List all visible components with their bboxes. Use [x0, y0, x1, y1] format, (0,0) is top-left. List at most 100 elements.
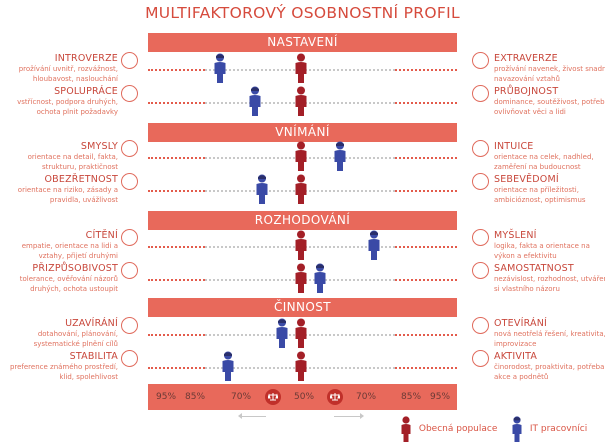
it-worker-marker: [313, 263, 327, 297]
row-axis-right-dots: [395, 334, 457, 336]
heart-icon: [121, 140, 138, 157]
legend-it: IT pracovníci: [511, 414, 587, 444]
bulb-icon: [121, 262, 138, 279]
pole-title: OTEVÍRÁNÍ: [494, 318, 548, 329]
user-icon: [121, 52, 138, 69]
tick-label: 50%: [293, 392, 315, 402]
pole-description: nezávislost, rozhodnost, utváření si vla…: [494, 275, 605, 293]
row-axis-right-dots: [395, 102, 457, 104]
users-icon: [121, 229, 138, 246]
general-population-marker: [294, 230, 308, 264]
pole-description: prožívání uvnitř, rozvážnost, hloubavost…: [18, 65, 118, 83]
pole-title: SAMOSTATNOST: [494, 263, 574, 274]
scale-balance-icon: [265, 389, 281, 405]
direction-arrow-left-head: [238, 413, 242, 419]
person-icon: [472, 262, 489, 279]
legend-general-label: Obecná populace: [418, 424, 498, 434]
it-worker-marker: [275, 318, 289, 352]
tick-label: 85%: [184, 392, 206, 402]
pole-title: SEBEVĚDOMÍ: [494, 174, 559, 185]
pole-description: orientace na příležitosti, ambicióznost,…: [494, 186, 586, 204]
row-axis-right-dots: [395, 246, 457, 248]
general-population-marker: [294, 86, 308, 120]
section-band: VNÍMÁNÍ: [148, 123, 457, 142]
row-axis-right-dots: [395, 157, 457, 159]
pole-description: orientace na celek, nadhled, zaměření na…: [494, 153, 594, 171]
tick-label: 95%: [155, 392, 177, 402]
pole-description: dominance, soutěživost, potřeba ovlivňov…: [494, 98, 605, 116]
direction-arrow-left: [240, 416, 266, 417]
pole-description: činorodost, proaktivita, potřeba akce a …: [494, 363, 605, 381]
list-icon: [121, 173, 138, 190]
pole-description: nová neotřelá řešení, kreativita, improv…: [494, 330, 605, 348]
it-worker-marker: [333, 141, 347, 175]
scale-balance-icon: [327, 389, 343, 405]
row-axis-left-dots: [148, 102, 205, 104]
handshake-icon: [472, 52, 489, 69]
tick-label: 70%: [355, 392, 377, 402]
legend-general-figure: [401, 415, 411, 442]
pole-description: prožívání navenek, živost snadné navazov…: [494, 65, 605, 83]
row-axis-left-dots: [148, 246, 205, 248]
refresh-icon: [472, 140, 489, 157]
general-population-marker: [294, 174, 308, 208]
pole-title: INTUICE: [494, 141, 534, 152]
general-population-marker: [294, 318, 308, 352]
direction-arrow-right: [334, 416, 360, 417]
pole-title: SPOLUPRÁCE: [54, 86, 118, 97]
pole-title: INTROVERZE: [54, 53, 118, 64]
shield-icon: [472, 229, 489, 246]
section-band: NASTAVENÍ: [148, 33, 457, 52]
pole-title: MYŠLENÍ: [494, 230, 537, 241]
row-axis-right-dots: [395, 190, 457, 192]
pole-description: orientace na riziko, zásady a pravidla, …: [17, 186, 118, 204]
pole-description: tolerance, ověřování názorů druhých, och…: [19, 275, 118, 293]
tick-label: 70%: [230, 392, 252, 402]
pole-title: CÍTĚNÍ: [85, 230, 118, 241]
pole-description: orientace na detail, fakta, strukturu, p…: [27, 153, 118, 171]
section-band: ČINNOST: [148, 298, 457, 317]
pole-title: SMYSLY: [80, 141, 118, 152]
tick-label: 85%: [400, 392, 422, 402]
row-axis-left-dots: [148, 69, 205, 71]
row-axis-left-dots: [148, 190, 205, 192]
direction-arrow-right-head: [360, 413, 364, 419]
chat-icon: [121, 350, 138, 367]
legend-it-figure: [512, 415, 522, 442]
pole-description: dotahování, plánování, systematické plně…: [33, 330, 118, 348]
row-axis-left-dots: [148, 279, 205, 281]
gear-icon: [472, 317, 489, 334]
eye-icon: [472, 85, 489, 102]
general-population-marker: [294, 263, 308, 297]
it-worker-marker: [248, 86, 262, 120]
brain-icon: [121, 317, 138, 334]
pole-description: empatie, orientace na lidi a vztahy, při…: [21, 242, 118, 260]
legend-it-label: IT pracovníci: [529, 424, 588, 434]
row-axis-right-dots: [395, 367, 457, 369]
row-axis-right-dots: [395, 69, 457, 71]
pole-title: STABILITA: [69, 351, 118, 362]
pole-title: PRŮBOJNOST: [494, 86, 559, 97]
legend-general: Obecná populace: [400, 414, 497, 444]
row-axis-right-dots: [395, 279, 457, 281]
it-worker-marker: [367, 230, 381, 264]
pole-title: UZAVÍRÁNÍ: [65, 318, 118, 329]
it-worker-marker: [221, 351, 235, 385]
general-population-marker: [294, 53, 308, 87]
pole-description: vstřícnost, podpora druhých, ochota plni…: [17, 98, 118, 116]
percentile-scale-bar: 95% 85% 70% 50% 70% 85% 95%: [148, 384, 457, 410]
pole-title: EXTRAVERZE: [494, 53, 558, 64]
tick-label: 95%: [429, 392, 451, 402]
it-worker-marker: [213, 53, 227, 87]
